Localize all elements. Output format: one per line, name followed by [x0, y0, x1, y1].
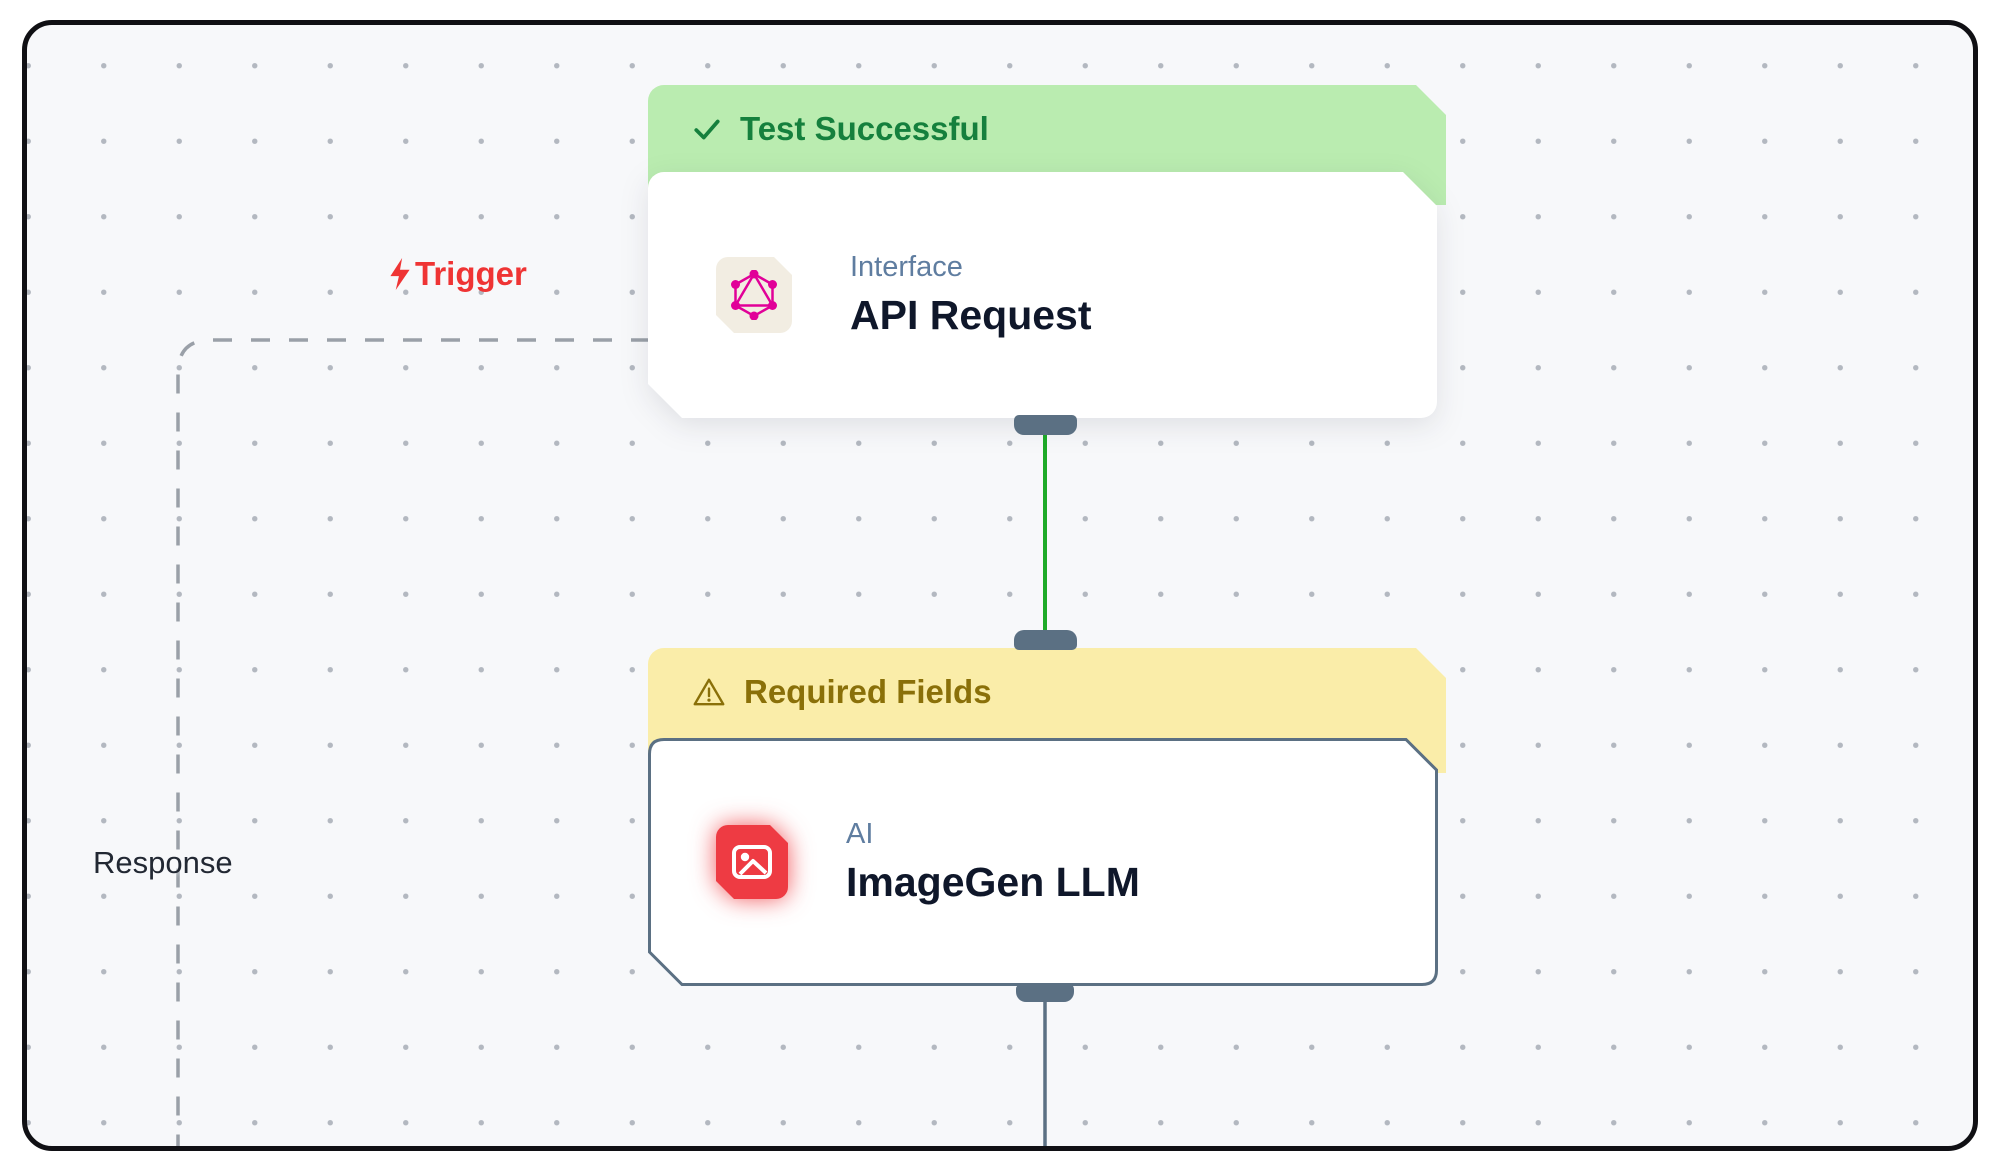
input-handle-imagegen-llm[interactable]: [1014, 630, 1077, 650]
node-api-request[interactable]: Test Successful: [648, 85, 1446, 445]
trigger-edge-label-text: Trigger: [415, 255, 527, 292]
response-edge[interactable]: [176, 338, 650, 1146]
workflow-canvas[interactable]: Trigger Response Test Successful: [22, 20, 1978, 1151]
edges-layer: [176, 338, 1047, 1146]
node-title: ImageGen LLM: [846, 859, 1140, 905]
output-handle-imagegen-llm[interactable]: [1016, 984, 1074, 1002]
image-icon: [716, 825, 788, 899]
node-category: AI: [846, 818, 874, 850]
status-banner-text: Required Fields: [744, 673, 992, 710]
graphql-icon: [716, 257, 792, 333]
response-edge-label: Response: [93, 845, 233, 880]
lightning-bolt-icon: [390, 258, 410, 290]
checkmark-icon: [692, 115, 722, 143]
status-banner-text: Test Successful: [740, 110, 989, 147]
trigger-edge-label: Trigger: [387, 255, 527, 293]
node-category: Interface: [850, 251, 963, 283]
node-title: API Request: [850, 292, 1092, 338]
output-handle-api-request[interactable]: [1014, 415, 1077, 435]
node-body[interactable]: Interface API Request: [648, 172, 1437, 418]
node-body[interactable]: AI ImageGen LLM: [648, 738, 1438, 986]
node-imagegen-llm[interactable]: Required Fields: [648, 630, 1446, 1005]
warning-icon: [692, 676, 726, 708]
